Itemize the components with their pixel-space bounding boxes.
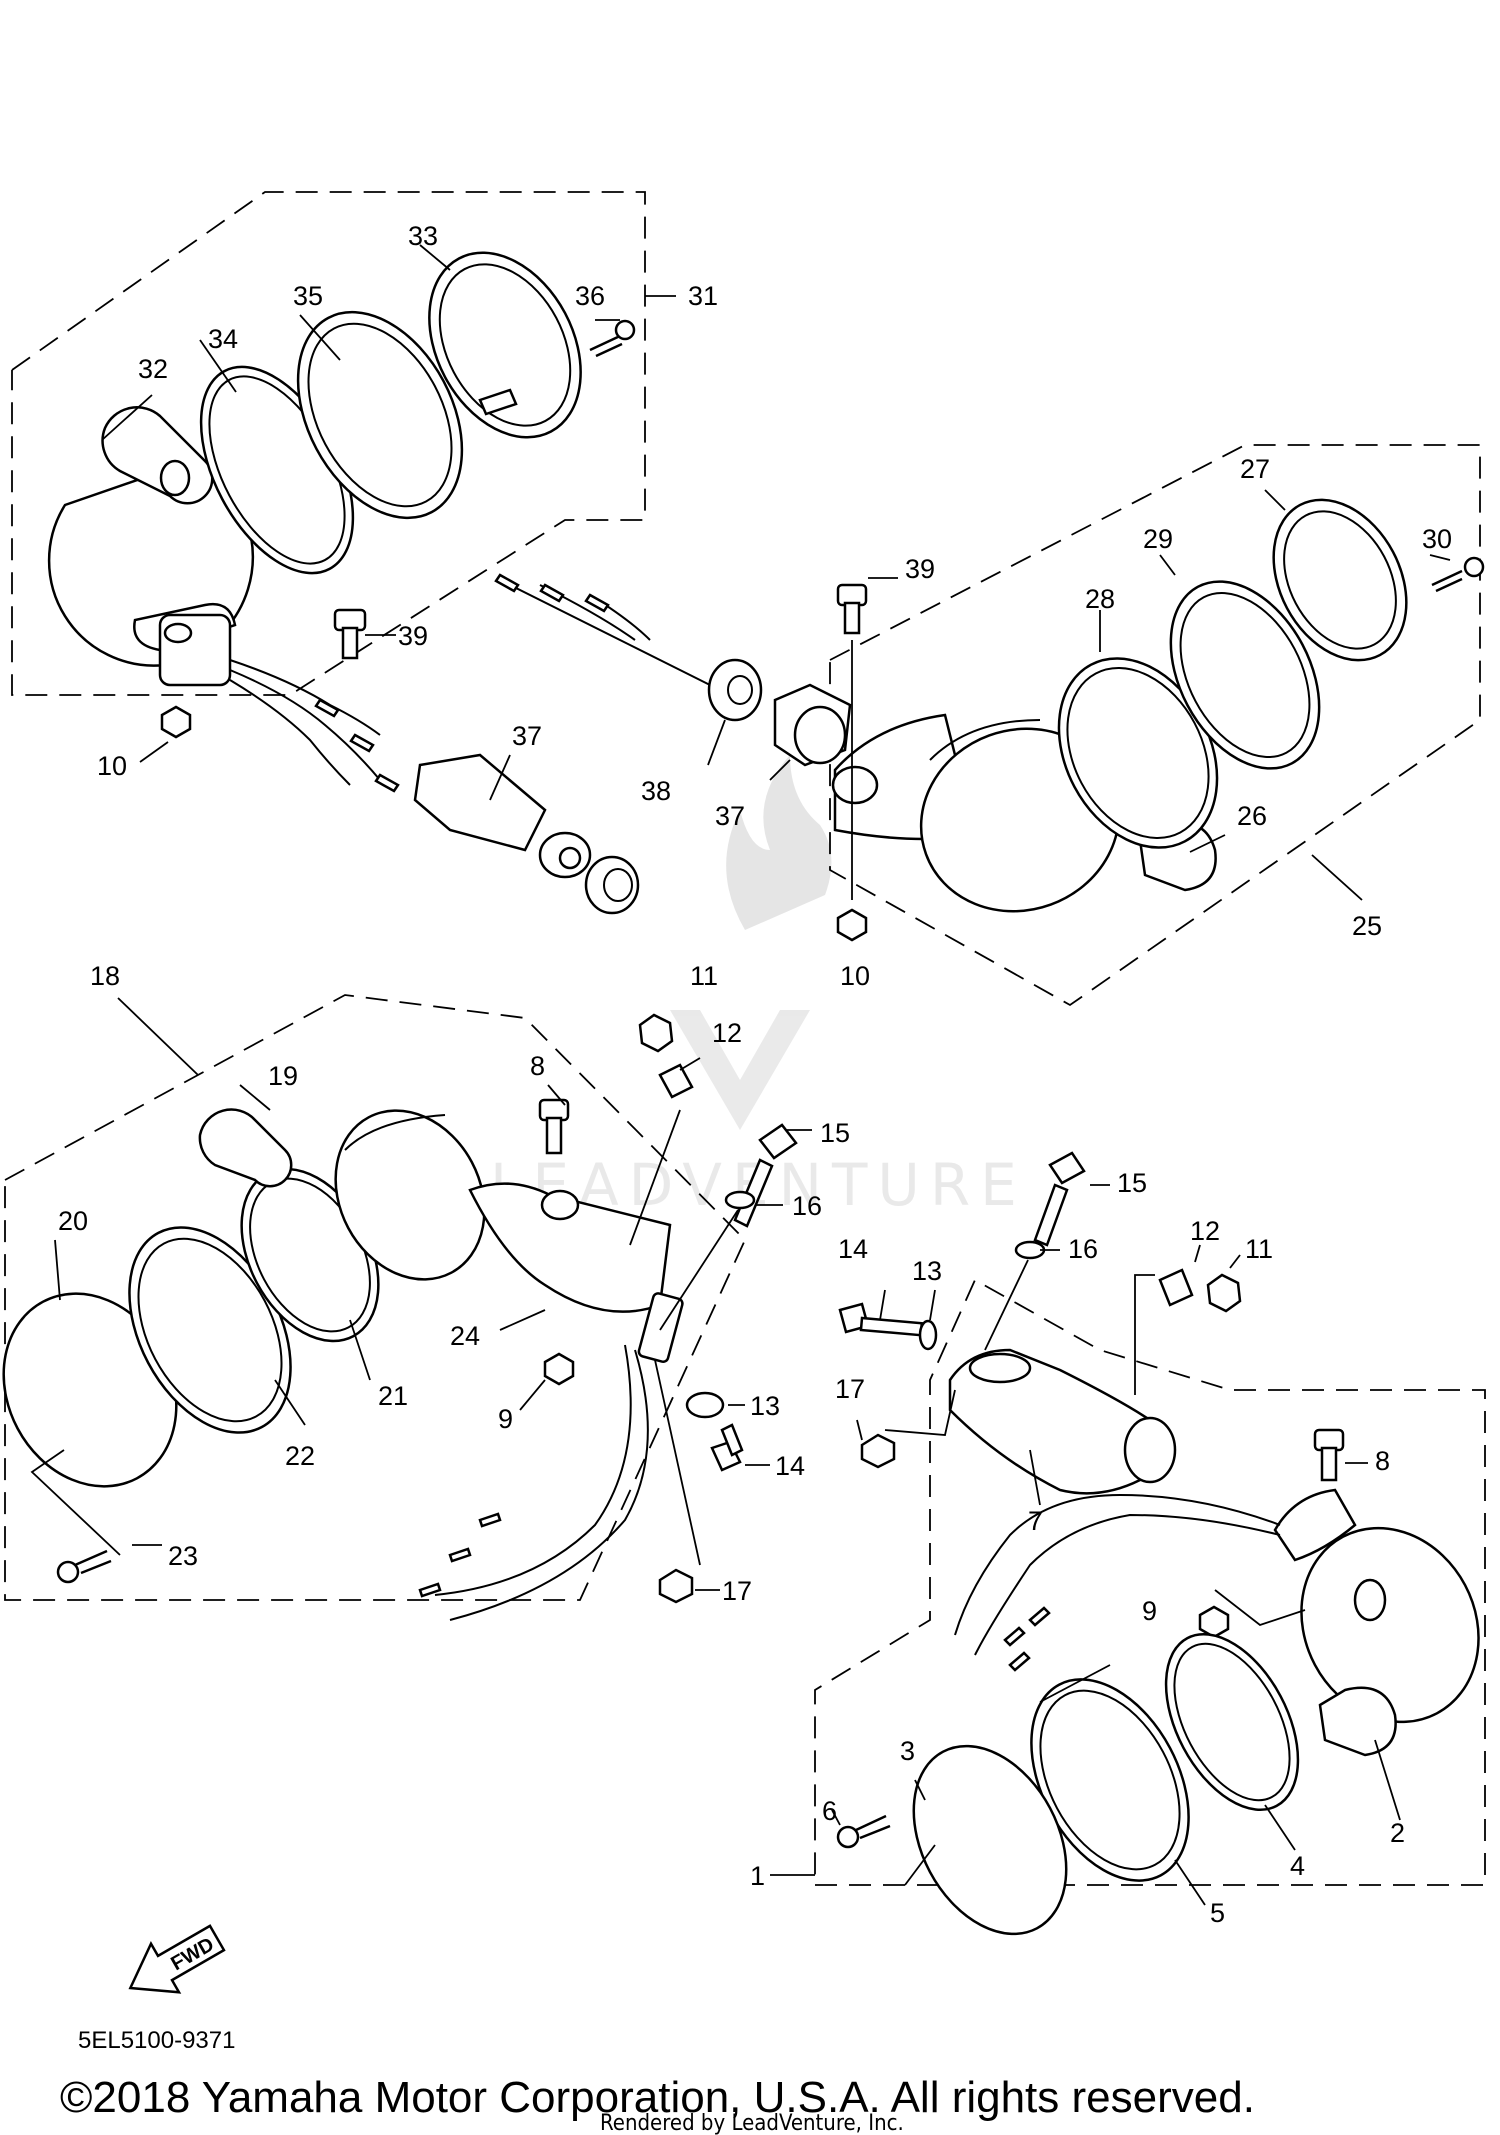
washer-13b xyxy=(918,1319,938,1351)
callout-20: 20 xyxy=(58,1206,88,1236)
screw-6 xyxy=(836,1814,891,1849)
screw-23 xyxy=(56,1549,112,1584)
callout-6: 6 xyxy=(822,1796,837,1826)
callout-15a: 15 xyxy=(820,1118,850,1148)
callout-32: 32 xyxy=(138,354,168,384)
grommet-38b xyxy=(707,658,763,722)
callout-11b: 11 xyxy=(1245,1234,1273,1264)
callout-35: 35 xyxy=(293,281,323,311)
socket-37a xyxy=(413,753,592,879)
callout-17b: 17 xyxy=(835,1374,865,1404)
callout-2: 2 xyxy=(1390,1818,1405,1848)
callout-27: 27 xyxy=(1240,454,1270,484)
grommet-38 xyxy=(584,855,640,915)
callout-14a: 14 xyxy=(775,1451,805,1481)
washer-16b xyxy=(1014,1240,1046,1260)
callout-15b: 15 xyxy=(1117,1168,1147,1198)
nut-17a xyxy=(658,1568,694,1604)
gasket-4 xyxy=(1164,1632,1300,1812)
callout-21: 21 xyxy=(378,1381,408,1411)
socket-37b xyxy=(773,683,852,767)
callout-37b: 37 xyxy=(715,801,745,831)
callout-36: 36 xyxy=(575,281,605,311)
nut-10b xyxy=(836,908,868,942)
callout-11a: 11 xyxy=(690,961,718,991)
housing-18 xyxy=(334,1109,486,1281)
callout-16b: 16 xyxy=(1068,1234,1098,1264)
callout-22: 22 xyxy=(285,1441,315,1471)
nut-11a xyxy=(638,1013,674,1053)
callout-26: 26 xyxy=(1237,801,1267,831)
callout-37a: 37 xyxy=(512,721,542,751)
callout-8a: 8 xyxy=(530,1051,545,1081)
fwd-arrow-icon: FWD xyxy=(128,1924,226,1994)
callout-24: 24 xyxy=(450,1321,480,1351)
bolt-39a xyxy=(333,608,367,660)
callout-9b: 9 xyxy=(1142,1596,1157,1626)
assembly-25 xyxy=(494,444,1485,1007)
bulb-2 xyxy=(1318,1686,1397,1757)
callout-12a: 12 xyxy=(712,1018,742,1048)
bolt-8a xyxy=(538,1098,570,1155)
callout-19: 19 xyxy=(268,1061,298,1091)
callout-labels: 33 35 36 31 34 32 27 30 29 39 28 39 10 3… xyxy=(58,221,1452,1928)
screw-30 xyxy=(1431,569,1463,593)
callout-14b: 14 xyxy=(838,1234,868,1264)
stalk-24 xyxy=(468,1182,672,1313)
callout-16a: 16 xyxy=(792,1191,822,1221)
bolt-14b xyxy=(838,1302,924,1337)
nut-9b xyxy=(1198,1605,1230,1639)
bolt-8b xyxy=(1313,1428,1345,1482)
callout-13b: 13 xyxy=(912,1256,942,1286)
copyright-text: ©2018 Yamaha Motor Corporation, U.S.A. A… xyxy=(60,2073,1255,2122)
callout-33: 33 xyxy=(408,221,438,251)
callout-13a: 13 xyxy=(750,1391,780,1421)
callout-1: 1 xyxy=(750,1861,765,1891)
callout-28: 28 xyxy=(1085,584,1115,614)
callout-34: 34 xyxy=(208,324,238,354)
callout-7: 7 xyxy=(1028,1506,1043,1536)
callout-39b: 39 xyxy=(905,554,935,584)
washer-13a xyxy=(685,1391,725,1419)
callout-17a: 17 xyxy=(722,1576,752,1606)
callout-30: 30 xyxy=(1422,524,1452,554)
rendered-by-text: Rendered by LeadVenture, Inc. xyxy=(600,2111,904,2135)
diagram-code: 5EL5100-9371 xyxy=(78,2027,235,2054)
callout-10b: 10 xyxy=(840,961,870,991)
assembly-1 xyxy=(770,1151,1486,1936)
callout-18: 18 xyxy=(90,961,120,991)
callout-39a: 39 xyxy=(398,621,428,651)
nut-11b xyxy=(1206,1273,1242,1313)
callout-4: 4 xyxy=(1290,1851,1305,1881)
callout-5: 5 xyxy=(1210,1898,1225,1928)
nut-10a xyxy=(160,705,192,739)
bolt-39b xyxy=(836,583,868,900)
nut-9a xyxy=(543,1352,575,1386)
nut-17b xyxy=(860,1433,896,1469)
callout-10a: 10 xyxy=(97,751,127,781)
bolt-14a xyxy=(710,1423,744,1472)
washer-16a xyxy=(724,1190,756,1210)
callout-25: 25 xyxy=(1352,911,1382,941)
callout-12b: 12 xyxy=(1190,1216,1220,1246)
bulb-19 xyxy=(198,1108,293,1188)
callout-38: 38 xyxy=(641,776,671,806)
callout-8b: 8 xyxy=(1375,1446,1390,1476)
bolt-15b xyxy=(1033,1151,1086,1247)
callout-9a: 9 xyxy=(498,1404,513,1434)
lens-3 xyxy=(912,1744,1068,1936)
callout-29: 29 xyxy=(1143,524,1173,554)
callout-31: 31 xyxy=(688,281,718,311)
housing-1 xyxy=(1300,1526,1480,1724)
collar-12a xyxy=(658,1063,694,1099)
screw-36 xyxy=(589,334,623,358)
assembly-18 xyxy=(2,994,812,1621)
callout-3: 3 xyxy=(900,1736,915,1766)
callout-23: 23 xyxy=(168,1541,198,1571)
assembly-31 xyxy=(11,191,676,915)
collar-12b xyxy=(1158,1268,1194,1307)
